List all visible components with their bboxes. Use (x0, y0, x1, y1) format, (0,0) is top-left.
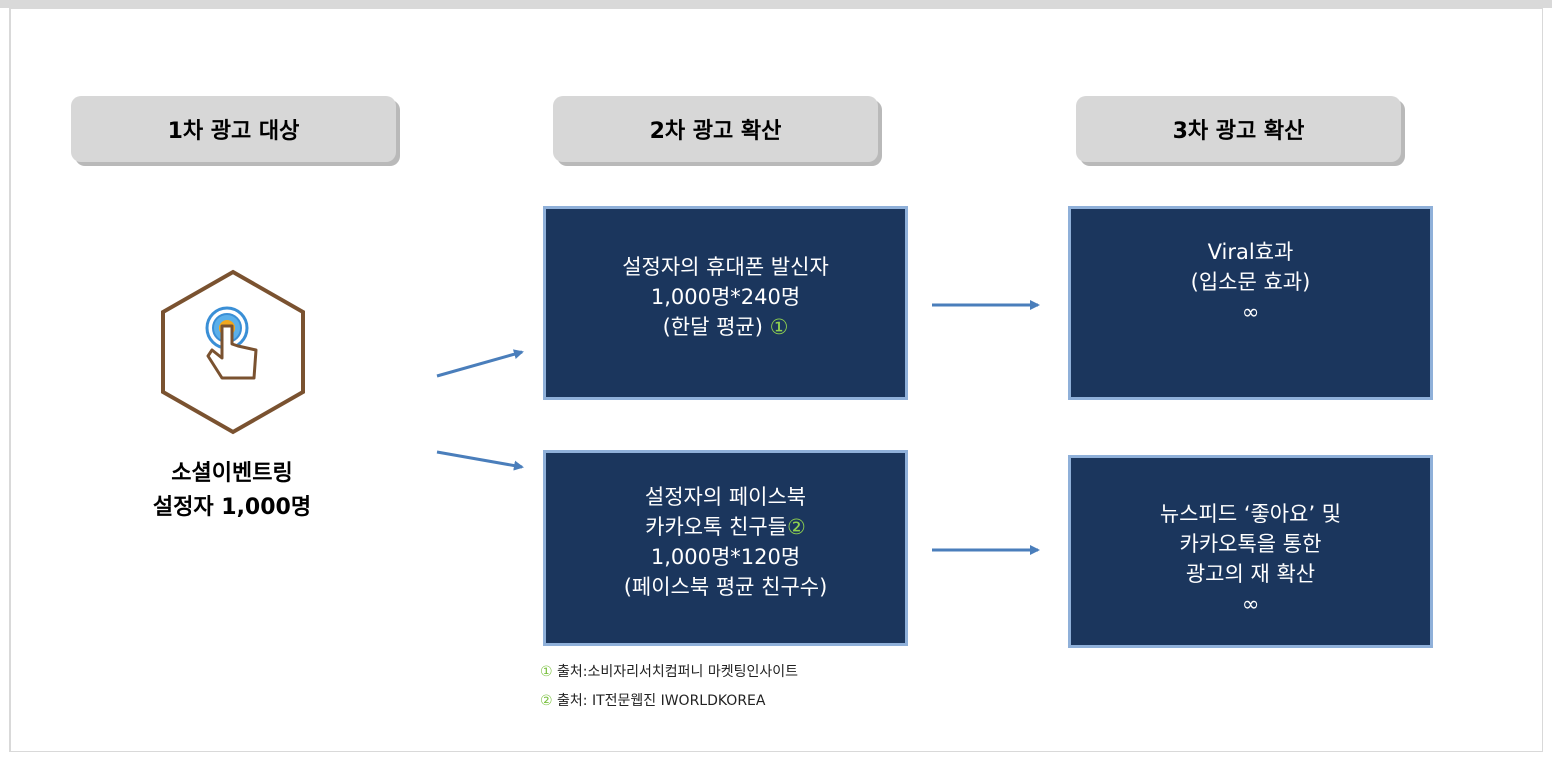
diagram-frame (9, 8, 1543, 752)
newsfeed-spread-box: 뉴스피드 ‘좋아요’ 및 카카오톡을 통한 광고의 재 확산 ∞ (1068, 455, 1433, 648)
source-note-1: ① 출처:소비자리서치컴퍼니 마켓팅인사이트 (540, 661, 798, 681)
facebook-line-2: 카카오톡 친구들 (645, 515, 788, 539)
viral-line-2: (입소문 효과) (1190, 270, 1311, 294)
phone-line-1: 설정자의 휴대폰 발신자 (622, 255, 829, 279)
source-2-text: 출처: IT전문웹진 IWORLDKOREA (552, 693, 766, 709)
newsfeed-line-2: 카카오톡을 통한 (1179, 531, 1322, 556)
newsfeed-line-1: 뉴스피드 ‘좋아요’ 및 (1159, 501, 1342, 526)
viral-line-1: Viral효과 (1207, 240, 1294, 264)
top-border (0, 0, 1552, 8)
viral-line-3: ∞ (1241, 300, 1260, 324)
source-note-2: ② 출처: IT전문웹진 IWORLDKOREA (540, 690, 765, 710)
footnote-marker-2: ② (787, 515, 806, 539)
subject-line-2: 설정자 1,000명 (152, 495, 312, 520)
footnote-marker-1: ① (769, 315, 789, 339)
viral-effect-box: Viral효과 (입소문 효과) ∞ (1068, 206, 1433, 400)
touch-hand-icon (161, 269, 305, 435)
newsfeed-line-3: 광고의 재 확산 (1185, 561, 1316, 586)
stage-3-label: 3차 광고 확산 (1172, 119, 1305, 144)
stage-1-header: 1차 광고 대상 (71, 96, 396, 162)
subject-line-1: 소셜이벤트링 (171, 461, 293, 486)
stage-1-label: 1차 광고 대상 (167, 119, 300, 144)
facebook-line-1: 설정자의 페이스북 (644, 485, 807, 509)
stage-2-header: 2차 광고 확산 (553, 96, 878, 162)
source-1-text: 출처:소비자리서치컴퍼니 마켓팅인사이트 (552, 664, 799, 680)
phone-line-3: (한달 평균) (662, 315, 770, 339)
subject-label: 소셜이벤트링 설정자 1,000명 (132, 457, 332, 525)
stage-3-header: 3차 광고 확산 (1076, 96, 1401, 162)
source-2-marker: ② (540, 693, 553, 709)
facebook-friends-box: 설정자의 페이스북 카카오톡 친구들② 1,000명*120명 (페이스북 평균… (543, 450, 908, 646)
facebook-line-2-wrap: 카카오톡 친구들② (645, 512, 806, 542)
newsfeed-line-4: ∞ (1241, 591, 1260, 616)
phone-line-3-wrap: (한달 평균) ① (663, 312, 789, 342)
phone-contacts-box: 설정자의 휴대폰 발신자 1,000명*240명 (한달 평균) ① (543, 206, 908, 400)
arrow-to-phone (436, 349, 524, 378)
arrow-to-facebook (436, 450, 524, 471)
facebook-line-4: (페이스북 평균 친구수) (623, 575, 828, 599)
stage-2-label: 2차 광고 확산 (649, 119, 782, 144)
phone-line-2: 1,000명*240명 (650, 285, 801, 309)
facebook-line-3: 1,000명*120명 (650, 545, 801, 569)
source-1-marker: ① (540, 664, 553, 680)
